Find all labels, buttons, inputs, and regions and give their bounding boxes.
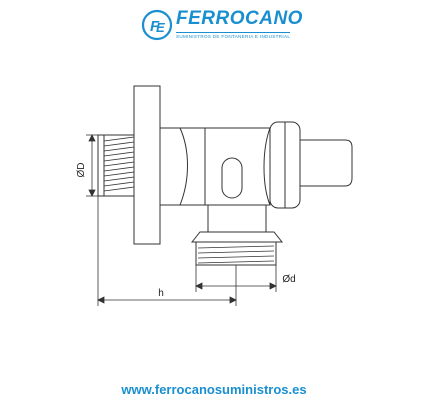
valve-handle bbox=[269, 121, 353, 209]
valve-body bbox=[159, 127, 271, 206]
svg-text:E: E bbox=[156, 20, 165, 35]
brand-tagline: SUMINISTROS DE FONTANERIA E INDUSTRIAL bbox=[176, 32, 291, 39]
website-url[interactable]: www.ferrocanosuministros.es bbox=[121, 382, 307, 397]
left-threaded-connector bbox=[97, 134, 135, 197]
wall-flange bbox=[133, 85, 161, 245]
outer-diameter-label: ØD bbox=[76, 163, 87, 178]
svg-text:F: F bbox=[150, 18, 160, 35]
fe-monogram-icon: F E bbox=[141, 9, 173, 41]
inner-diameter-dimension bbox=[195, 265, 277, 292]
brand-name: FERROCANO bbox=[176, 8, 303, 29]
height-label: h bbox=[158, 288, 164, 299]
height-dimension bbox=[97, 196, 237, 306]
outer-diameter-dimension bbox=[86, 134, 98, 197]
inner-diameter-label: Ød bbox=[282, 274, 295, 285]
brand-logo: F E FERROCANO SUMINISTROS DE FONTANERIA … bbox=[140, 8, 303, 44]
bottom-threaded-outlet bbox=[190, 205, 284, 266]
